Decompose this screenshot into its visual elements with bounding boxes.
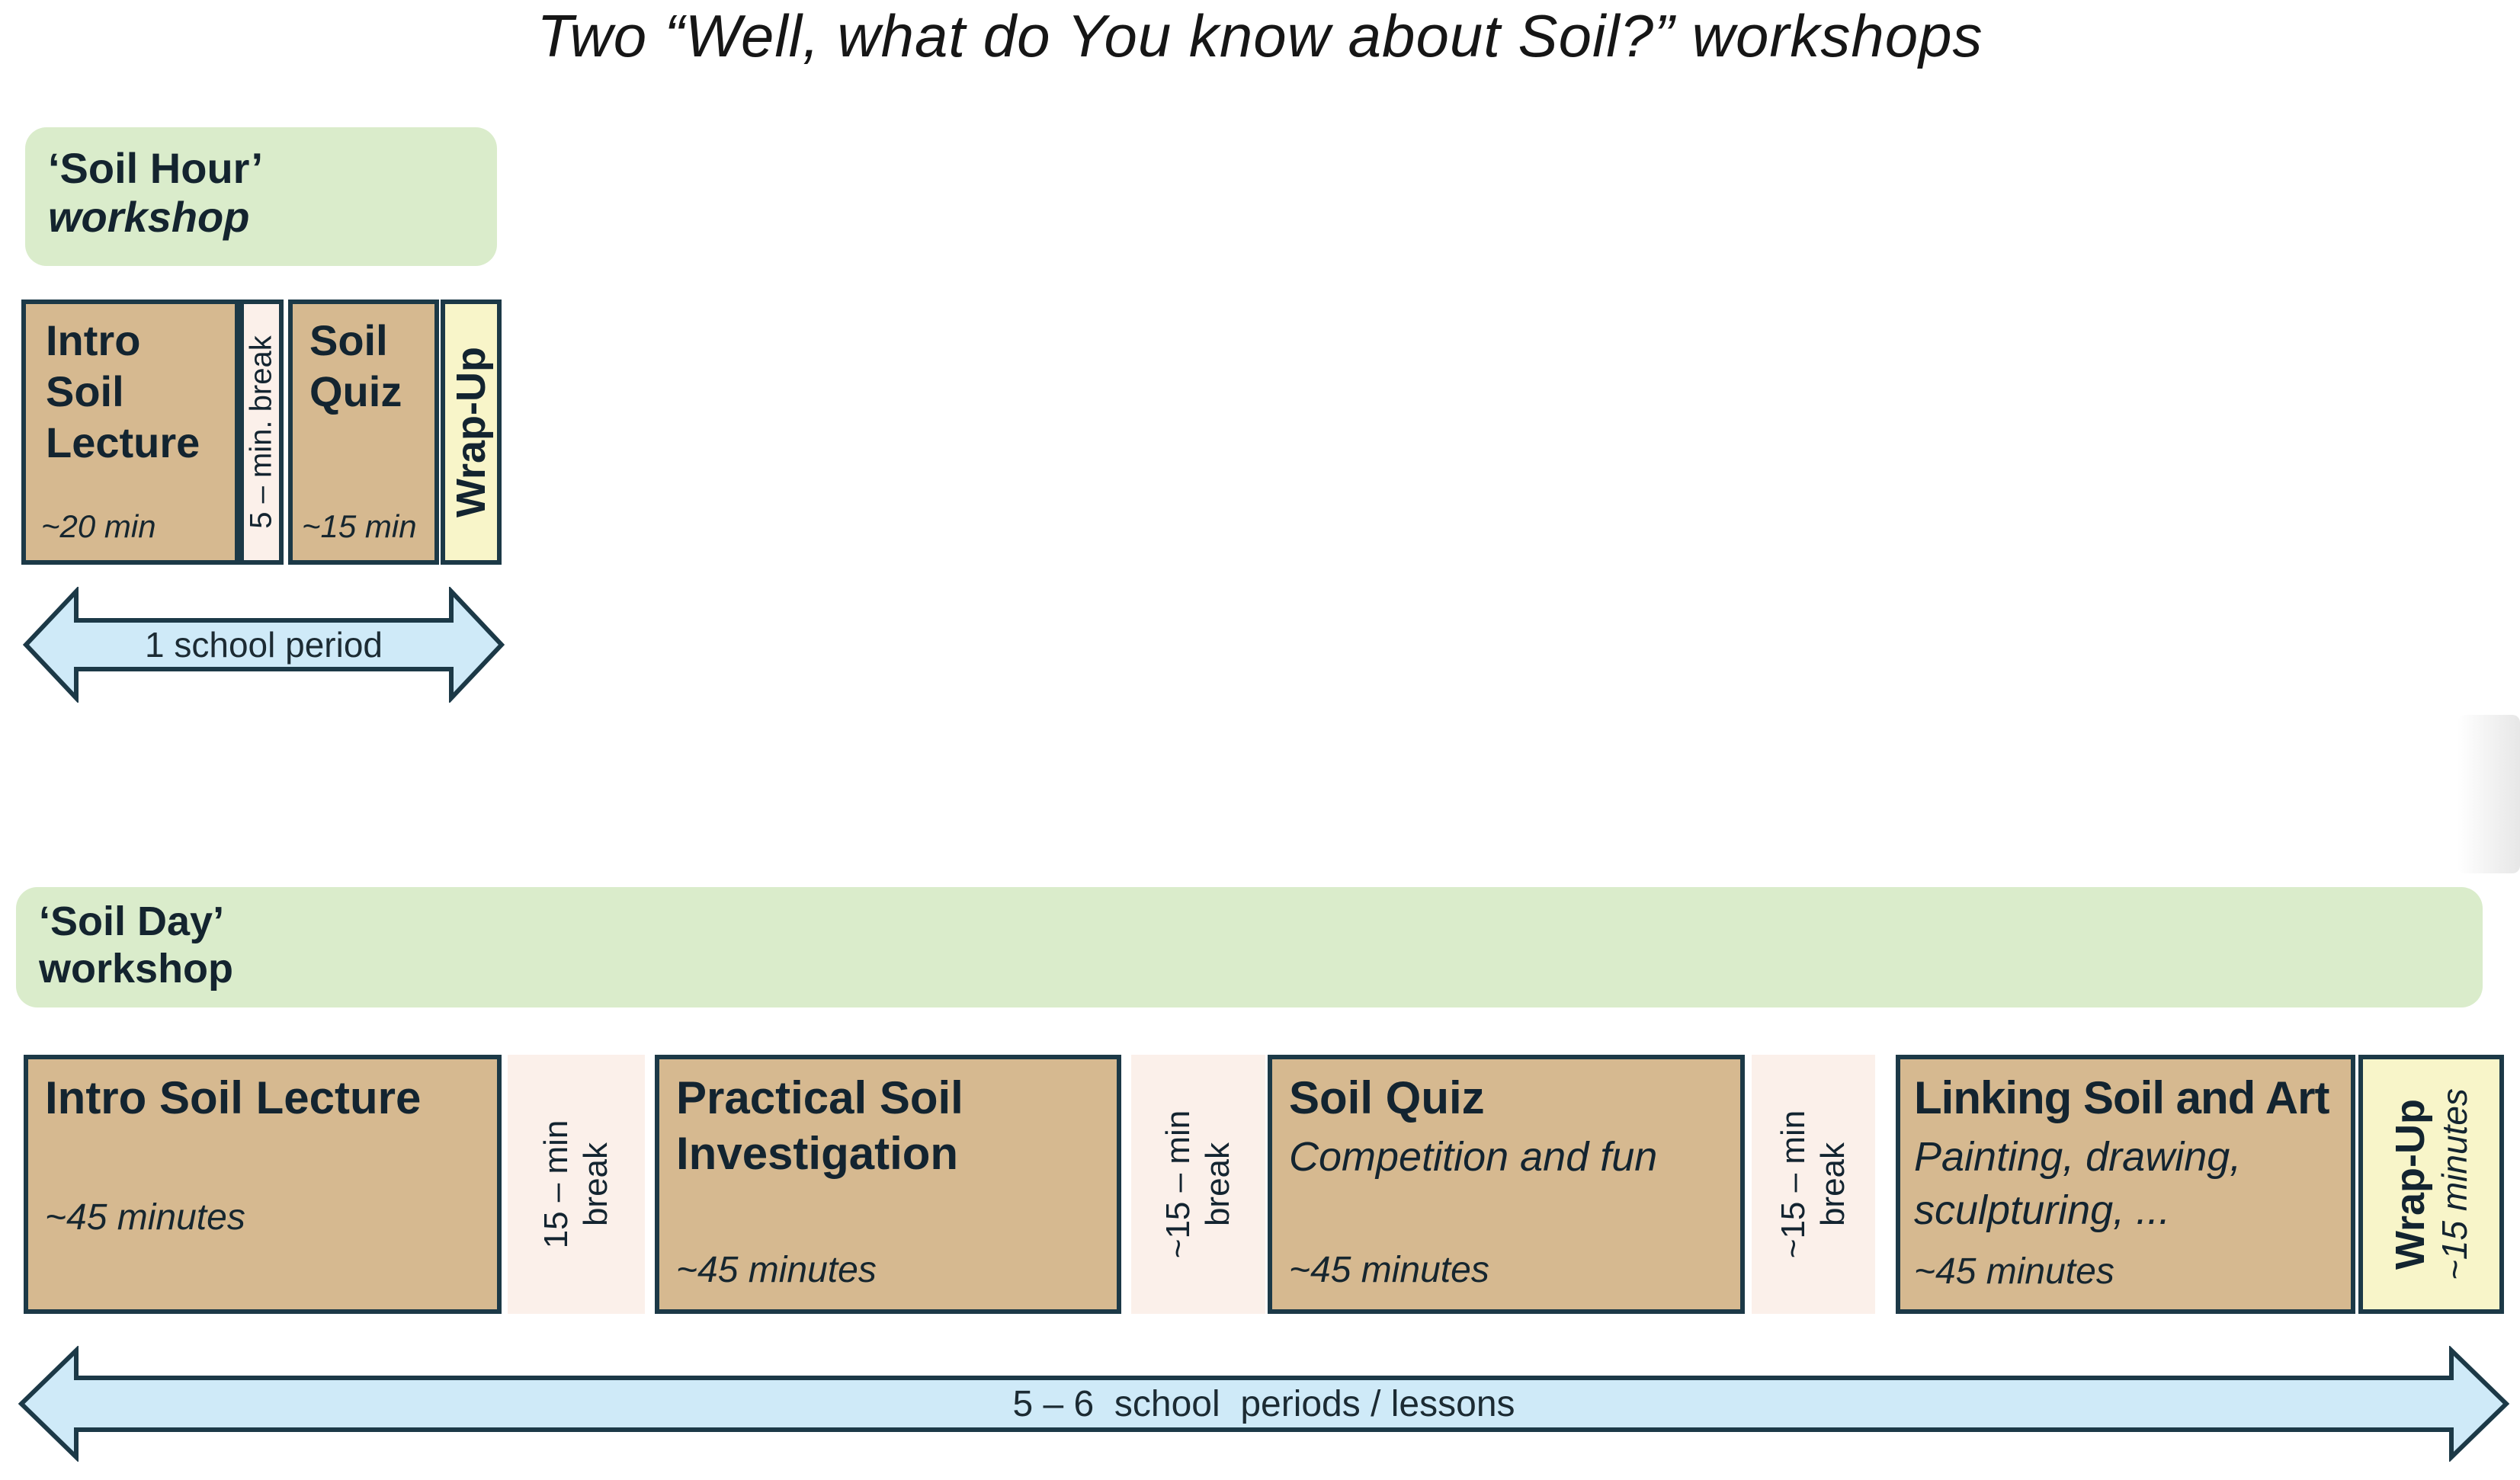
soil-hour-arrow-label: 1 school period xyxy=(145,625,383,665)
soil-hour-duration-arrow: 1 school period xyxy=(23,587,505,703)
soil-hour-break-label: 5 – min. break xyxy=(244,335,278,529)
soil-day-quiz-block: Soil Quiz Competition and fun ~45 minute… xyxy=(1268,1055,1745,1314)
page-edge-shadow xyxy=(2457,715,2520,873)
soil-day-arrow-label: 5 – 6 school periods / lessons xyxy=(1012,1383,1515,1424)
soil-day-break2-strip: ~15 – min break xyxy=(1131,1055,1265,1314)
soil-day-break2-label: ~15 – min break xyxy=(1159,1110,1236,1259)
soil-day-quiz-title: Soil Quiz xyxy=(1289,1072,1485,1123)
soil-day-break1-label: 15 – min break xyxy=(537,1120,614,1249)
soil-hour-quiz-duration: ~15 min xyxy=(302,508,417,544)
soil-day-duration-arrow: 5 – 6 school periods / lessons xyxy=(18,1346,2509,1462)
soil-day-wrapup-duration: ~15 minutes xyxy=(2434,1088,2474,1280)
soil-day-quiz-subtitle: Competition and fun xyxy=(1289,1134,1658,1180)
soil-hour-break-strip: 5 – min. break xyxy=(239,300,284,565)
page-title: Two “Well, what do You know about Soil?”… xyxy=(537,2,1983,69)
soil-day-practical-duration: ~45 minutes xyxy=(676,1250,877,1290)
soil-hour-intro-block: Intro Soil Lecture ~20 min xyxy=(21,300,239,565)
soil-hour-wrapup-title: Wrap-Up xyxy=(448,347,494,517)
soil-day-art-title: Linking Soil and Art xyxy=(1914,1072,2329,1123)
soil-day-break3-label: ~15 – min break xyxy=(1775,1110,1852,1259)
soil-hour-label-subtitle: workshop xyxy=(48,193,250,241)
soil-hour-label-title: ‘Soil Hour’ xyxy=(48,144,264,192)
soil-day-practical-block: Practical Soil Investigation ~45 minutes xyxy=(655,1055,1121,1314)
soil-hour-intro-duration: ~20 min xyxy=(41,508,156,544)
soil-day-label-title: ‘Soil Day’ xyxy=(39,899,225,944)
soil-day-wrapup-title: Wrap-Up xyxy=(2387,1099,2433,1270)
soil-day-art-block: Linking Soil and Art Painting, drawing, … xyxy=(1896,1055,2355,1314)
soil-day-intro-block: Intro Soil Lecture ~45 minutes xyxy=(24,1055,502,1314)
soil-hour-wrapup-block: Wrap-Up xyxy=(441,300,502,565)
soil-day-practical-title: Practical Soil Investigation xyxy=(676,1072,963,1180)
soil-hour-intro-title: Intro Soil Lecture xyxy=(46,316,200,467)
soil-hour-quiz-block: Soil Quiz ~15 min xyxy=(288,300,439,565)
soil-day-break1-strip: 15 – min break xyxy=(508,1055,645,1314)
soil-day-art-duration: ~45 minutes xyxy=(1914,1251,2114,1292)
soil-day-label: ‘Soil Day’ workshop xyxy=(16,887,2483,1007)
double-arrow-icon xyxy=(23,587,505,703)
soil-day-intro-duration: ~45 minutes xyxy=(45,1197,245,1238)
double-arrow-icon xyxy=(18,1346,2509,1462)
soil-day-art-subtitle: Painting, drawing, sculpturing, ... xyxy=(1914,1134,2242,1234)
soil-day-label-subtitle: workshop xyxy=(39,946,234,991)
soil-hour-quiz-title: Soil Quiz xyxy=(309,316,402,416)
soil-hour-label: ‘Soil Hour’ workshop xyxy=(25,127,497,266)
soil-day-wrapup-block: Wrap-Up ~15 minutes xyxy=(2358,1055,2504,1314)
soil-day-intro-title: Intro Soil Lecture xyxy=(45,1072,422,1123)
soil-day-quiz-duration: ~45 minutes xyxy=(1289,1250,1489,1290)
soil-day-break3-strip: ~15 – min break xyxy=(1752,1055,1875,1314)
